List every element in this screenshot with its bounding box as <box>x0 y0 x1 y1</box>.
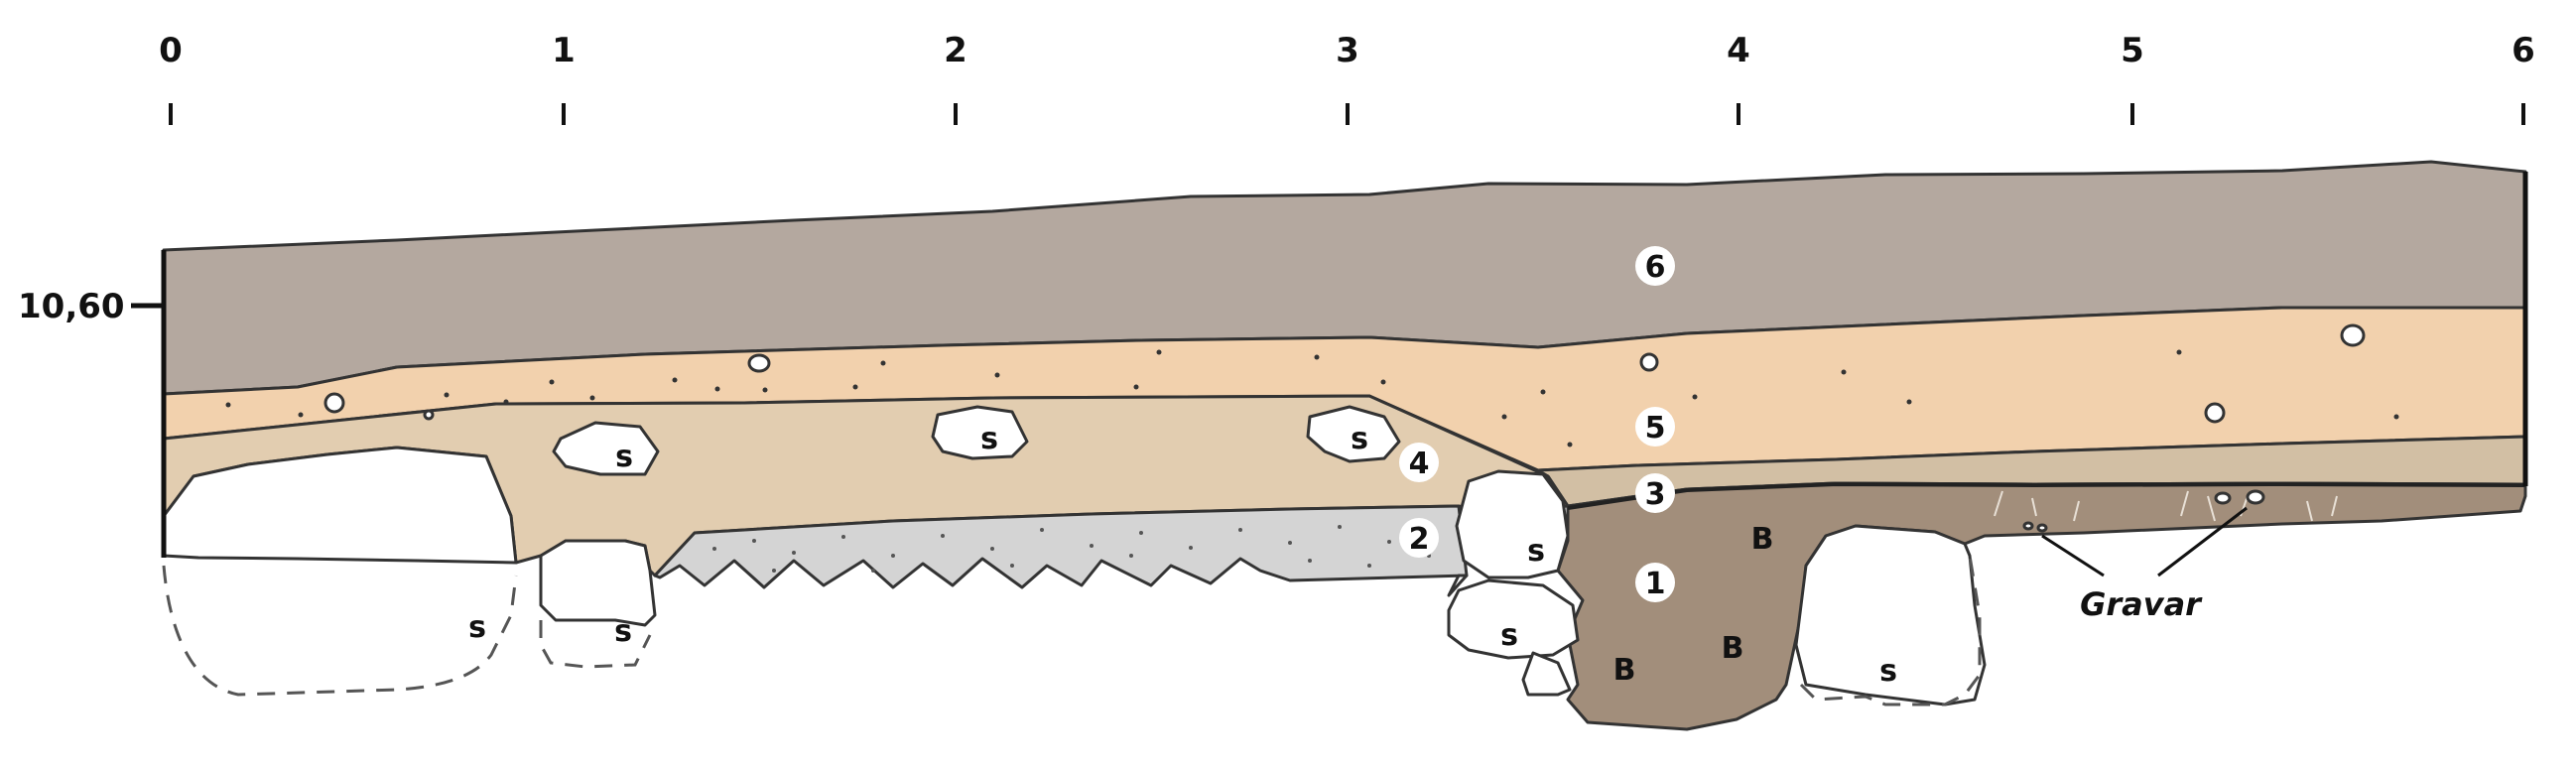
layer-badge-3: 3 <box>1635 473 1675 513</box>
scale-tick-label-4: 4 <box>1727 31 1750 70</box>
layer-number-badges: 6 5 4 3 2 1 <box>1399 246 1675 602</box>
stone-centre-lower <box>1447 578 1580 660</box>
dashed-stone-left <box>162 565 518 697</box>
feature-labels: B B B <box>1613 522 1774 688</box>
svg-text:2: 2 <box>1409 522 1430 557</box>
stone-left-large <box>162 446 518 565</box>
layer-2-speckles <box>712 525 1431 573</box>
layer-1 <box>1556 481 2527 731</box>
annotation-gravar: Gravar <box>2041 506 2248 623</box>
pebbles <box>323 323 2366 533</box>
stone-labels: s s s s s s s s <box>468 422 1897 689</box>
pebble <box>2036 523 2048 533</box>
svg-text:1: 1 <box>1645 567 1666 601</box>
pebble <box>747 353 771 373</box>
svg-text:4: 4 <box>1409 447 1430 481</box>
stone-under-layer2 <box>1447 574 1469 597</box>
scale-tick-label-2: 2 <box>944 31 967 70</box>
stone-upper-1 <box>552 421 660 476</box>
stones <box>162 405 1987 706</box>
stone-centre-upper <box>1455 469 1570 579</box>
layer-2 <box>653 504 1469 589</box>
dashed-stone-left-small <box>539 620 652 669</box>
scale-tick-label-6: 6 <box>2512 31 2535 70</box>
stone-label: s <box>980 422 998 456</box>
stone-centre-bottom <box>1521 651 1572 697</box>
dashed-outlines <box>162 555 1982 706</box>
pebble <box>2214 491 2232 505</box>
dashed-stone-right <box>1799 555 1982 706</box>
annotation-label: Gravar <box>2080 585 2203 623</box>
layer-1-hatches <box>1994 490 2338 522</box>
pebble <box>2246 489 2265 505</box>
stone-label: s <box>615 440 633 474</box>
layer-badge-2: 2 <box>1399 518 1439 558</box>
scale-bar: 0 1 2 3 4 5 6 <box>159 31 2535 125</box>
scale-tick-label-1: 1 <box>552 31 576 70</box>
stone-upper-3 <box>1306 405 1401 463</box>
layer-badge-1: 1 <box>1635 563 1675 602</box>
scale-tick-label-5: 5 <box>2121 31 2144 70</box>
layer-5-grit <box>225 349 2399 448</box>
layer-badge-5: 5 <box>1635 407 1675 447</box>
svg-text:6: 6 <box>1645 250 1666 285</box>
leader-line <box>2041 534 2105 577</box>
layer-badge-4: 4 <box>1399 443 1439 482</box>
pebble <box>1639 352 1659 372</box>
stone-label: s <box>468 610 486 645</box>
elevation-label: 10,60 <box>18 287 125 326</box>
pebble <box>2022 521 2034 531</box>
layer-badge-6: 6 <box>1635 246 1675 286</box>
feature-label-b: B <box>1722 631 1744 666</box>
pebble <box>2340 323 2366 347</box>
stone-label: s <box>614 614 632 649</box>
stone-label: s <box>1879 654 1897 689</box>
leader-line <box>2157 506 2248 577</box>
stone-label: s <box>1527 534 1545 569</box>
stone-label: s <box>1500 618 1518 653</box>
pebble <box>423 409 435 421</box>
pebble <box>2204 402 2226 424</box>
feature-label-b: B <box>1613 653 1636 688</box>
scale-tick-label-0: 0 <box>159 31 183 70</box>
feature-label-b: B <box>1751 522 1774 557</box>
stone-upper-2 <box>931 405 1029 460</box>
stone-left-small <box>539 539 657 627</box>
scale-tick-label-3: 3 <box>1336 31 1359 70</box>
svg-text:5: 5 <box>1645 411 1666 446</box>
svg-text:3: 3 <box>1645 477 1666 512</box>
stone-label: s <box>1351 422 1368 456</box>
pebble <box>323 392 345 414</box>
